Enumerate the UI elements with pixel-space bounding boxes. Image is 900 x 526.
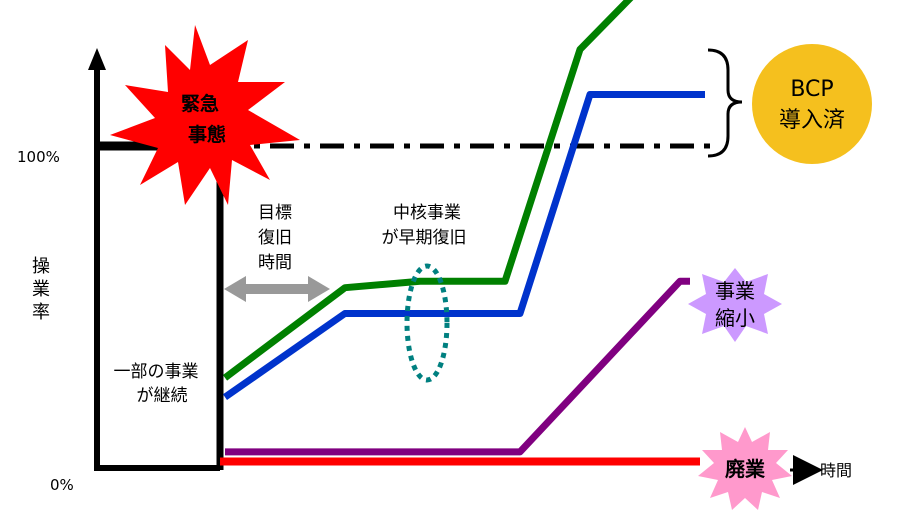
partial-label-line1: 一部の事業 [114,362,199,382]
closure-starburst [698,427,792,510]
shrink-label-line2: 縮小 [715,306,755,330]
bcp-label-line1: BCP [790,77,833,102]
purple-line [225,277,690,456]
bcp-bracket [707,48,743,158]
target-label-line2: 復旧 [258,228,292,248]
y-axis-arrowhead [88,48,106,70]
partial-label-bg [100,360,214,410]
bcp-label-line2: 導入済 [779,108,845,133]
target-label-line3: 時間 [258,253,292,273]
partial-label-line2: が継続 [137,386,188,406]
closure-label: 廃業 [725,457,766,481]
target-label-line1: 目標 [258,203,292,223]
y-tick-100: 100% [17,148,60,166]
blue-line [222,90,705,401]
time-label: 時間 [820,461,852,480]
y-axis-label-char-3: 率 [32,302,50,323]
core-label-line1: 中核事業 [393,203,461,223]
core-recovery-ellipse [404,263,450,383]
shrink-label-line1: 事業 [715,279,755,303]
y-axis-label-char-1: 操 [32,256,50,277]
emergency-label-line2: 事態 [188,123,226,146]
emergency-label-line1: 緊急 [181,92,219,115]
y-tick-0: 0% [50,476,74,494]
green-line [222,0,634,381]
shrink-starburst [688,268,782,342]
bcp-circle [752,44,872,164]
core-label-line2: が早期復旧 [382,228,467,248]
series-layer [220,0,705,466]
y-axis-label-char-2: 業 [32,279,50,300]
emergency-starburst [110,25,300,205]
target-time-double-arrow [224,276,330,302]
